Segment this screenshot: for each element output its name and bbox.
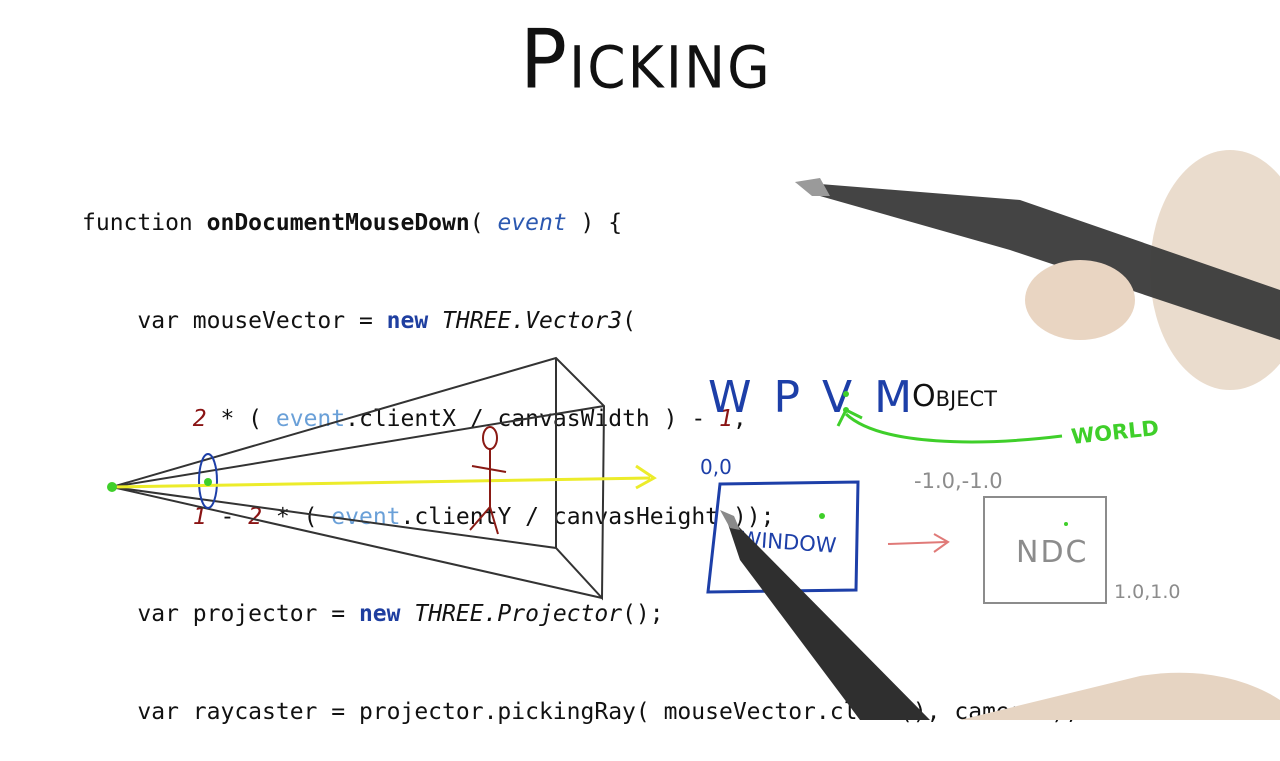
keyword: var: [137, 307, 193, 334]
pen-top-right: [795, 150, 1280, 390]
keyword: var: [137, 601, 193, 628]
code-token: ();: [622, 601, 664, 628]
code-token: (: [469, 210, 498, 237]
event-param: event: [497, 210, 567, 237]
keyword-new: new: [358, 601, 415, 628]
object-label: Object: [912, 379, 997, 414]
function-name: onDocumentMouseDown: [206, 210, 470, 237]
page-title: Picking: [520, 12, 772, 108]
ink-dot: [819, 513, 825, 519]
ndc-box: [983, 496, 1107, 604]
code-token: mouseVector =: [192, 307, 387, 334]
ndc-min-label: -1.0,-1.0: [914, 469, 1003, 493]
world-label: WORLD: [1070, 416, 1160, 449]
ink-dot: [1064, 522, 1068, 526]
code-block: function onDocumentMouseDown( event ) { …: [82, 142, 1232, 761]
pick-ray: [107, 464, 657, 492]
code-token: .clientY / canvasHeight ));: [400, 503, 775, 530]
code-line-1: function onDocumentMouseDown( event ) {: [82, 207, 1232, 240]
code-token: -: [206, 503, 249, 530]
transform-arrow: [887, 533, 950, 553]
class-name: THREE.Projector: [414, 601, 623, 628]
window-box: [706, 480, 860, 594]
number: 1: [719, 405, 733, 432]
keyword: function: [82, 210, 207, 237]
eye-point: [107, 482, 117, 492]
code-line-5: var projector = new THREE.Projector();: [82, 598, 1232, 631]
hand-bottom-right: [960, 672, 1280, 720]
ndc-label: NDC: [1016, 535, 1089, 570]
code-line-2: var mouseVector = new THREE.Vector3(: [82, 305, 1232, 338]
code-token: ) {: [566, 210, 623, 237]
view-frustum: [111, 356, 606, 601]
ink-dot: [843, 391, 849, 397]
code-token: .clientX / canvasWidth ) -: [345, 405, 720, 432]
ndc-max-label: 1.0,1.0: [1114, 581, 1180, 603]
keyword-new: new: [386, 307, 443, 334]
class-name: THREE.Vector3: [442, 307, 623, 334]
code-token: projector =: [192, 601, 359, 628]
code-token: ,: [732, 405, 747, 432]
wpvm-label: W P V M: [708, 372, 916, 423]
number: 1: [192, 503, 207, 530]
code-line-3: 2 * ( event.clientX / canvasWidth ) - 1,: [82, 403, 1232, 436]
code-token: * (: [206, 405, 276, 432]
origin-label: 0,0: [700, 455, 732, 479]
event-ref: event: [275, 405, 346, 432]
pen-bottom: [720, 510, 930, 720]
number: 2: [192, 405, 207, 432]
code-token: (: [622, 307, 636, 334]
number: 2: [248, 503, 263, 530]
whiteboard-diagram: W P V M Object WORLD 0,0 WINDOW -1.0,-1.…: [107, 150, 1280, 720]
stick-figure: [469, 426, 507, 535]
world-arrow: [836, 407, 1063, 444]
near-plane-point: [204, 478, 212, 486]
